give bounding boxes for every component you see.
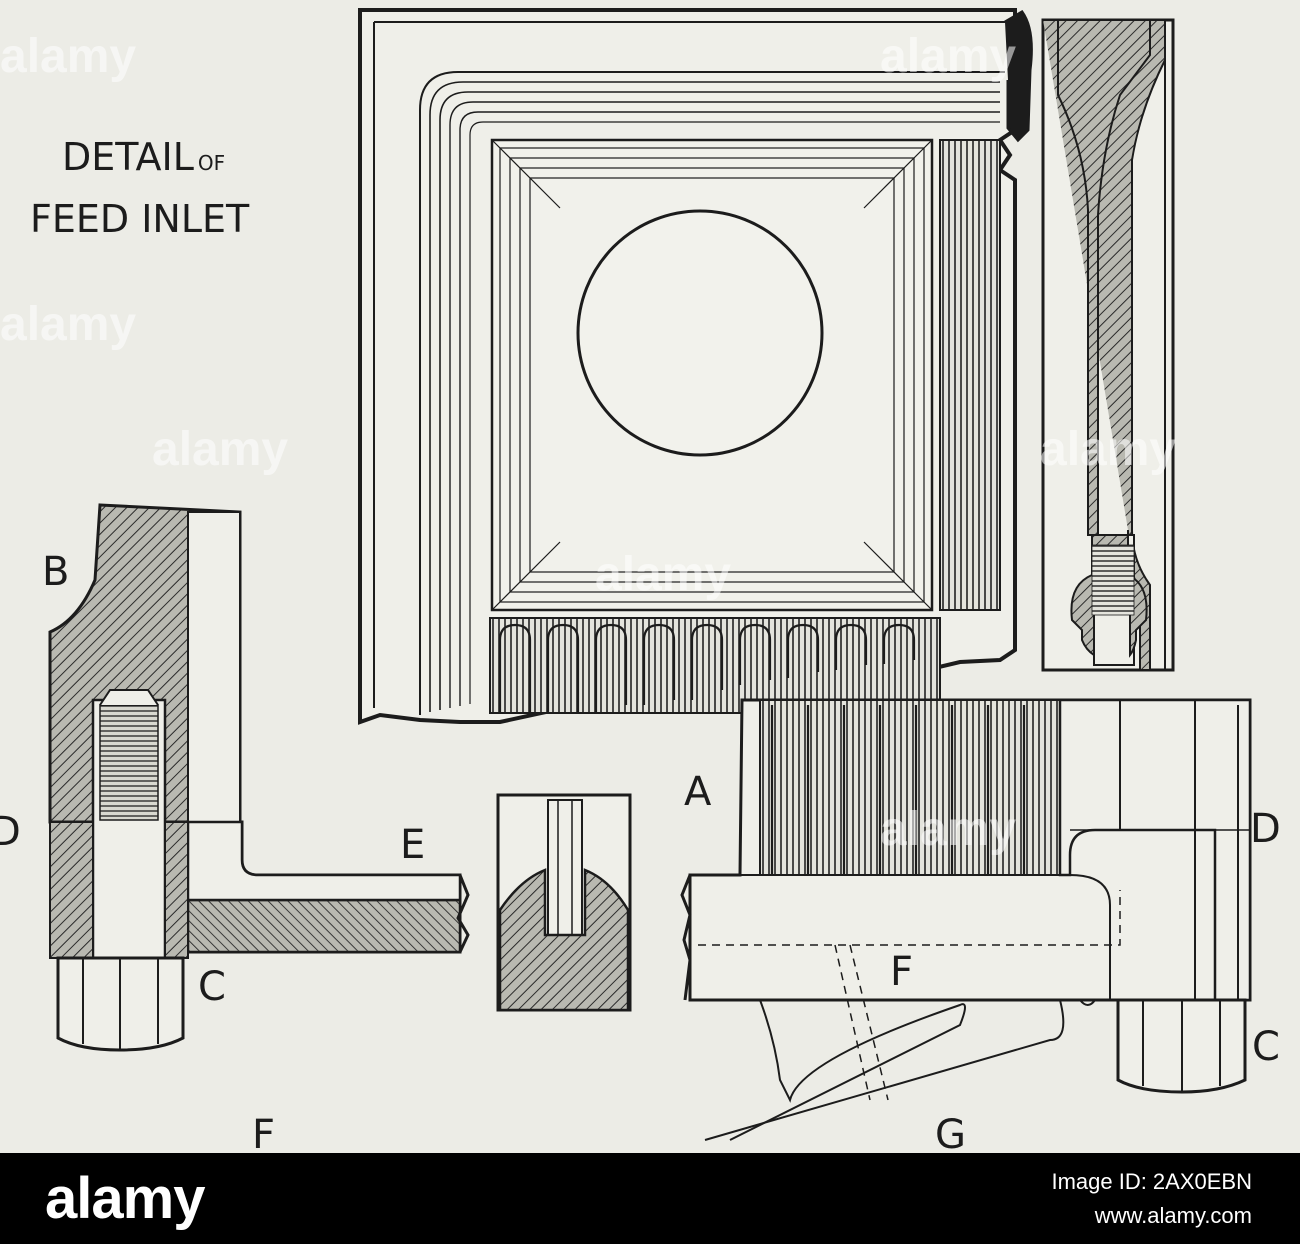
caption-line2: FEED INLET: [30, 197, 250, 241]
label-E: E: [400, 822, 425, 868]
image-id-text: Image ID: 2AX0EBN: [1051, 1169, 1252, 1194]
label-A: A: [684, 769, 712, 815]
watermark: alamy: [1040, 423, 1176, 476]
label-F-right: F: [890, 949, 913, 995]
right-clamp-section: [680, 698, 1252, 1141]
label-C-left: C: [198, 964, 226, 1010]
part-labels: B D C E F A D F C G: [0, 549, 1281, 1153]
watermark: alamy: [880, 30, 1016, 83]
watermark-layer: alamy alamy alamy alamy alamy alamy alam…: [0, 30, 1176, 856]
brand-logo: alamy: [45, 1166, 205, 1231]
watermark: alamy: [595, 548, 731, 601]
label-F-bottom: F: [252, 1112, 275, 1153]
watermark: alamy: [0, 30, 136, 83]
label-D-left: D: [0, 809, 21, 855]
watermark: alamy: [0, 298, 136, 351]
label-B: B: [42, 549, 69, 595]
site-url-text: www.alamy.com: [1094, 1203, 1252, 1228]
stock-footer-bar: alamy Image ID: 2AX0EBN www.alamy.com: [0, 1153, 1300, 1244]
side-section-view: [1041, 18, 1175, 672]
watermark: alamy: [880, 803, 1016, 856]
label-D-right: D: [1250, 806, 1281, 852]
label-G: G: [935, 1112, 966, 1153]
inlet-plate: [358, 8, 1033, 725]
clip-section: [496, 793, 632, 1012]
watermark: alamy: [152, 423, 288, 476]
label-C-right: C: [1252, 1024, 1280, 1070]
left-clamp-section: [48, 503, 470, 1052]
